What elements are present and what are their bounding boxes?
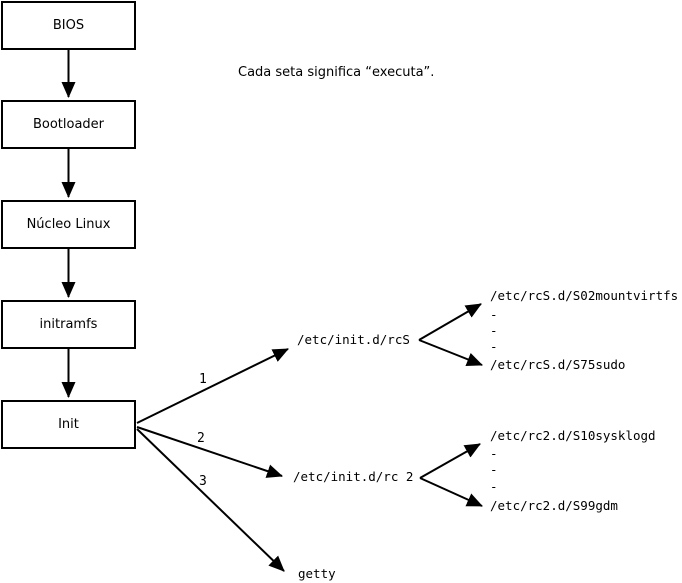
box-initramfs: initramfs <box>1 300 136 349</box>
branch-target-rc2: /etc/init.d/rc 2 <box>293 469 414 484</box>
arrow-rc2-to-s99gdm <box>419 477 483 507</box>
rc2-ellipsis-dash: - <box>490 479 498 494</box>
branch-target-getty: getty <box>298 566 336 581</box>
box-bootloader: Bootloader <box>1 100 136 149</box>
rcs-ellipsis-dash: - <box>490 339 498 354</box>
rcs-ellipsis-dash: - <box>490 323 498 338</box>
rc2-ellipsis-dash: - <box>490 446 498 461</box>
arrow-rc2-to-s10sysklogd <box>419 443 481 479</box>
box-bios: BIOS <box>1 1 136 50</box>
script-s10sysklogd: /etc/rc2.d/S10sysklogd <box>490 428 656 443</box>
arrow-rcs-to-s02mountvirtfs <box>418 303 482 341</box>
rcs-ellipsis-dash: - <box>490 307 498 322</box>
script-s02mountvirtfs: /etc/rcS.d/S02mountvirtfs <box>490 288 679 303</box>
arrow-legend-note: Cada seta significa “executa”. <box>238 65 435 80</box>
box-init: Init <box>1 400 136 449</box>
branch-target-rcs: /etc/init.d/rcS <box>297 332 410 347</box>
script-s99gdm: /etc/rc2.d/S99gdm <box>490 498 618 513</box>
branch-number-1: 1 <box>199 372 207 387</box>
branch-number-3: 3 <box>199 474 207 489</box>
arrow-rcs-to-s75sudo <box>418 339 483 366</box>
branch-number-2: 2 <box>197 431 205 446</box>
arrow-init-to-rc2 <box>136 426 283 478</box>
arrow-init-to-rcs <box>136 348 289 424</box>
script-s75sudo: /etc/rcS.d/S75sudo <box>490 357 626 372</box>
box-nucleo-linux: Núcleo Linux <box>1 200 136 249</box>
rc2-ellipsis-dash: - <box>490 462 498 477</box>
arrow-init-to-getty <box>136 428 285 572</box>
